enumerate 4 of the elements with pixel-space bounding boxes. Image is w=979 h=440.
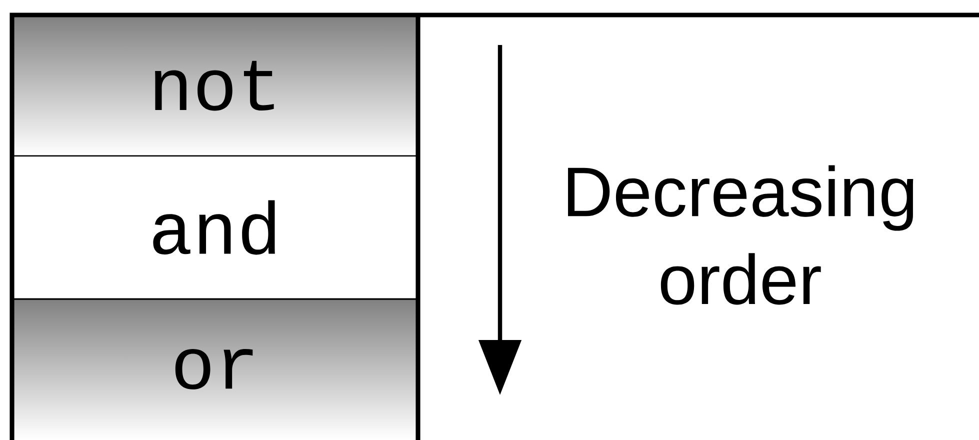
table-cell: not [12, 14, 418, 157]
table-cell: or [12, 298, 418, 440]
axis-label: Decreasing order [568, 165, 914, 305]
table-cell: and [12, 156, 418, 298]
